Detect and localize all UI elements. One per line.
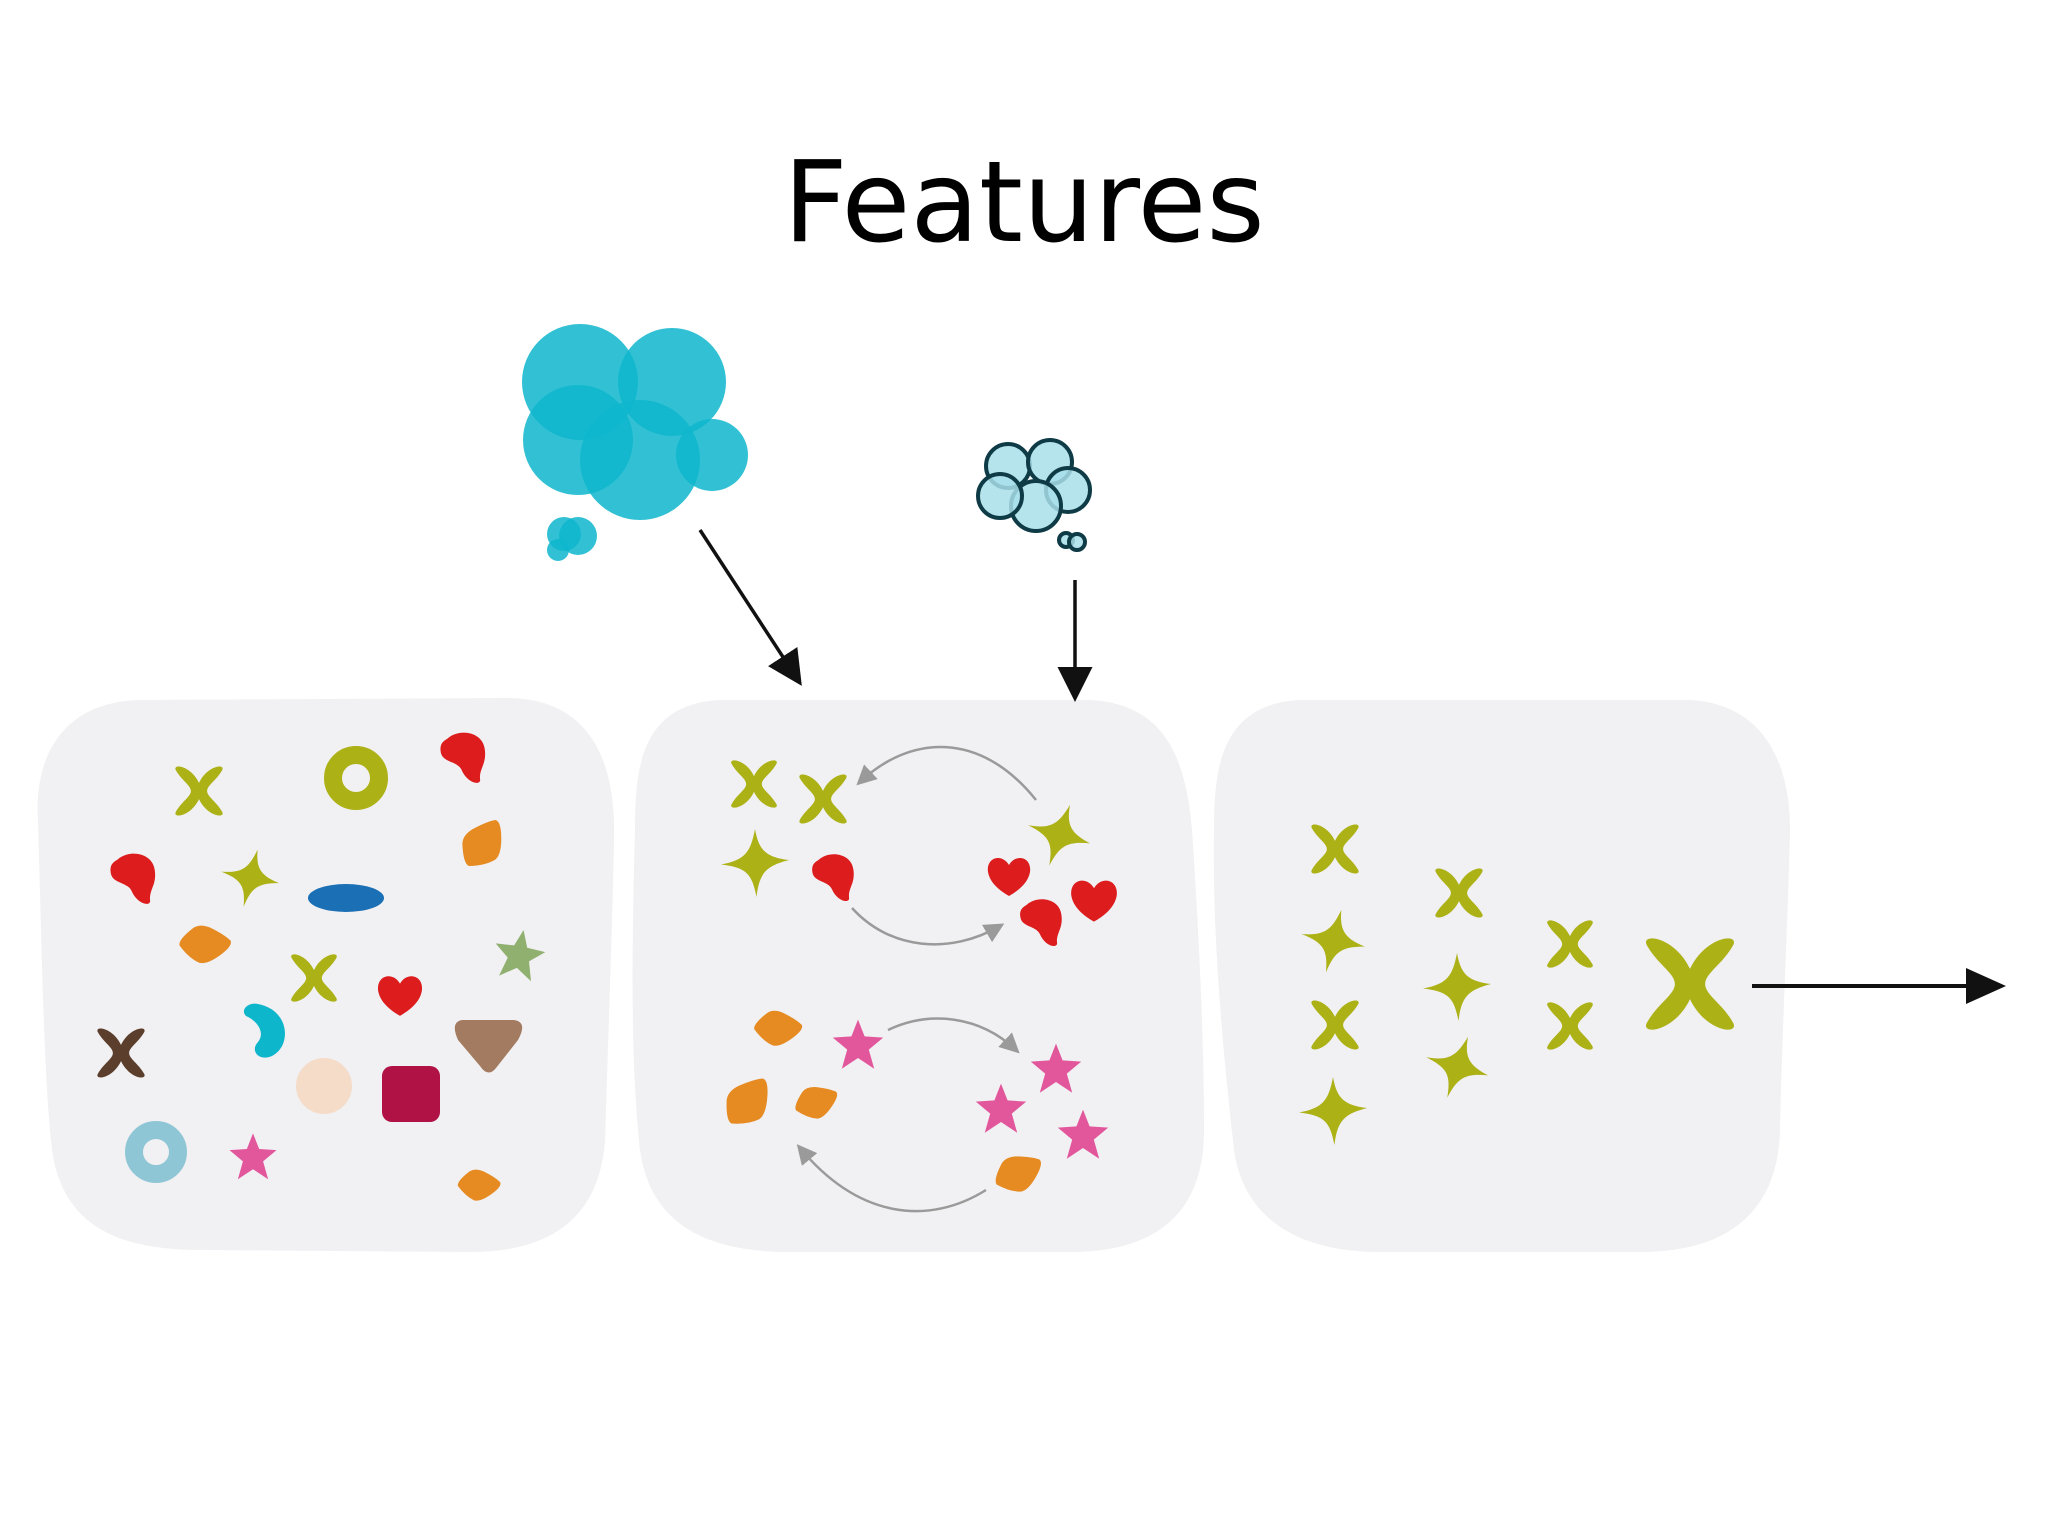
panel-sorted-output [1213,700,1790,1252]
cycle-arrow-lower [887,1017,1020,1054]
slide-title: Features [783,138,1265,268]
cycle-arrow-bottom [796,1144,987,1213]
arrow-from-cyan-bubble [698,529,802,686]
peach-circle [296,1058,352,1114]
panel-processing [632,700,1204,1252]
processing-shapes [715,745,1117,1213]
cycle-arrow-top [856,745,1037,801]
cyan-bean [243,1003,285,1058]
crimson-square [382,1066,440,1122]
blue-ellipse [308,884,384,912]
thought-bubble-cyan-icon [522,324,748,561]
tan-triangle [454,1020,523,1073]
olive-ring [324,746,388,810]
cycle-arrow-middle [851,907,1005,946]
thought-bubble-light-cyan-icon [976,438,1092,552]
sky-ring [125,1121,187,1183]
mixed-shapes [97,732,549,1201]
